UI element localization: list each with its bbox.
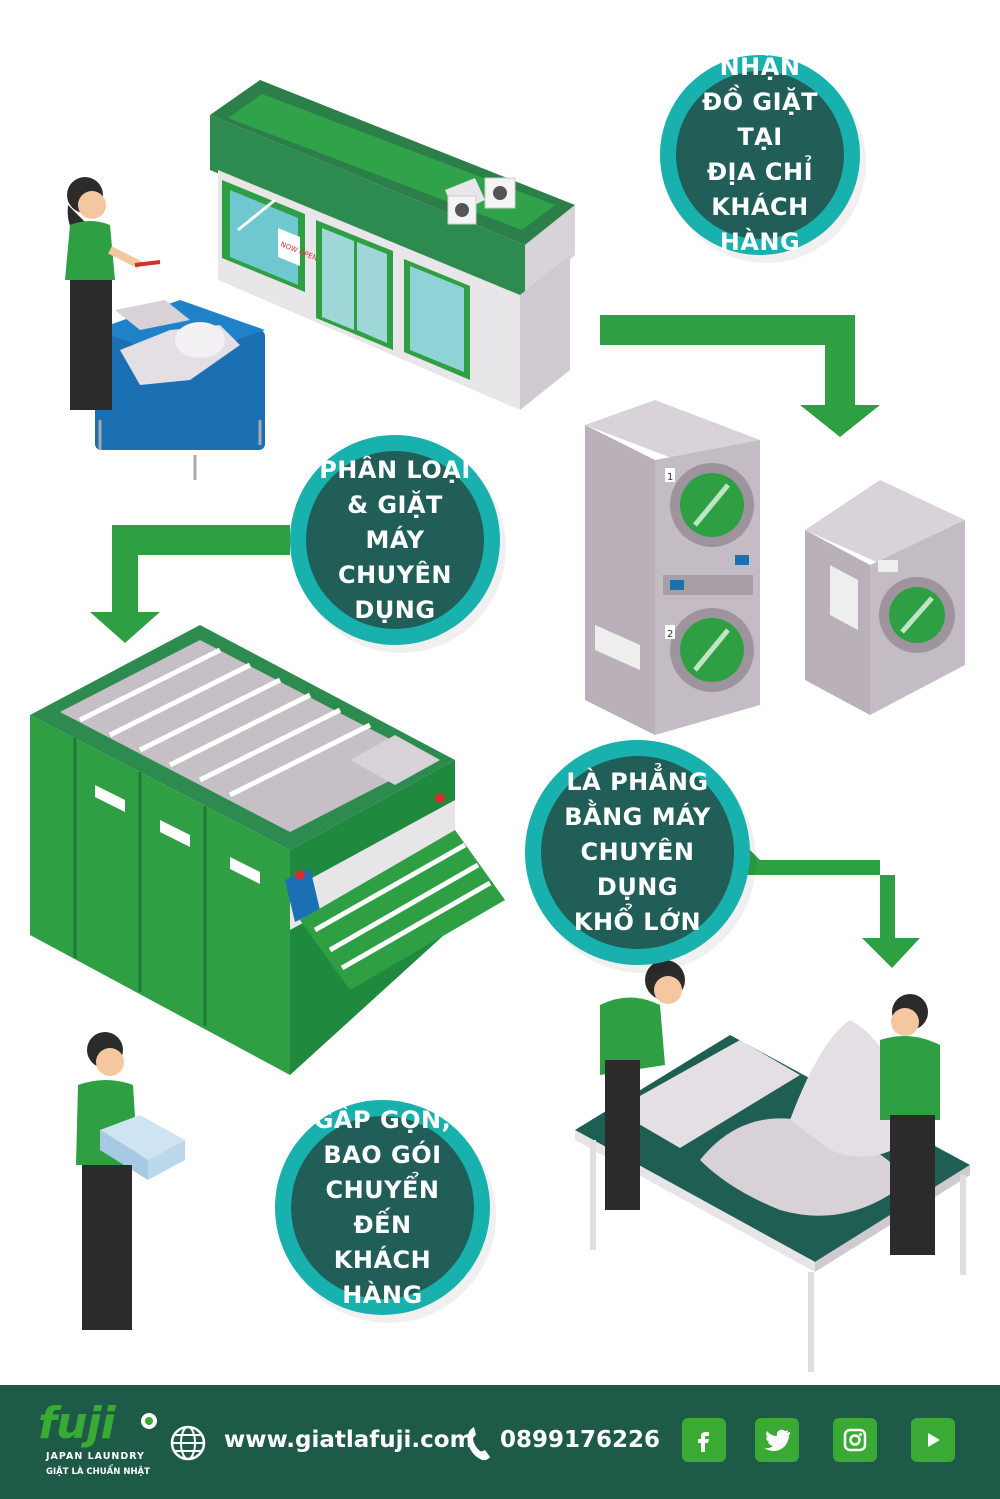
- step-bubble-1: NHẬN ĐỒ GIẶT TẠI ĐỊA CHỈ KHÁCH HÀNG: [660, 53, 860, 256]
- arrow-to-folding: [745, 845, 920, 968]
- illustration: NOW OPEN: [30, 80, 970, 1372]
- folding-table: [575, 960, 970, 1372]
- step-1-text: NHẬN ĐỒ GIẶT TẠI ĐỊA CHỈ KHÁCH HÀNG: [702, 53, 818, 256]
- phone-icon: [467, 1427, 490, 1461]
- stacked-washers: 1 2: [585, 400, 760, 735]
- step-4-text: GẤP GỌN, BAO GÓI CHUYỂN ĐẾN KHÁCH HÀNG: [313, 1105, 452, 1309]
- brand-tagline: GIẶT LÀ CHUẨN NHẬT: [46, 1467, 150, 1477]
- step-3-text: LÀ PHẲNG BẰNG MÁY CHUYÊN DỤNG KHỔ LỚN: [564, 768, 711, 936]
- washer-label-2: 2: [667, 629, 673, 640]
- youtube-icon[interactable]: [911, 1418, 955, 1462]
- brand-wordmark: fuji: [38, 1398, 116, 1449]
- infographic-scene: NOW OPEN: [30, 80, 970, 1372]
- step-bubble-2: PHÂN LOẠI & GIẶT MÁY CHUYÊN DỤNG: [290, 435, 500, 645]
- facebook-icon[interactable]: [682, 1418, 726, 1462]
- step-bubble-3: LÀ PHẲNG BẰNG MÁY CHUYÊN DỤNG KHỔ LỚN: [525, 740, 750, 965]
- worker-with-cart: [65, 177, 265, 480]
- arrow-to-washers: [600, 315, 880, 437]
- arrow-to-ironer: [90, 525, 290, 643]
- brand-subtitle: JAPAN LAUNDRY: [46, 1451, 145, 1462]
- step-2-text: PHÂN LOẠI & GIẶT MÁY CHUYÊN DỤNG: [319, 455, 471, 624]
- footer-bar: fuji JAPAN LAUNDRY GIẶT LÀ CHUẨN NHẬT ww…: [0, 1385, 1000, 1499]
- laundry-store: NOW OPEN: [210, 80, 575, 410]
- website-link[interactable]: www.giatlafuji.com: [224, 1427, 474, 1453]
- ironing-machine: [30, 625, 505, 1075]
- phone-number[interactable]: 0899176226: [500, 1427, 661, 1453]
- fuji-logo[interactable]: fuji JAPAN LAUNDRY GIẶT LÀ CHUẨN NHẬT: [38, 1399, 158, 1487]
- logo-dot-icon: [141, 1413, 157, 1429]
- step-bubble-4: GẤP GỌN, BAO GÓI CHUYỂN ĐẾN KHÁCH HÀNG: [275, 1100, 490, 1315]
- worker-with-package: [76, 1032, 185, 1330]
- twitter-icon[interactable]: [755, 1418, 799, 1462]
- instagram-icon[interactable]: [833, 1418, 877, 1462]
- washer-label-1: 1: [667, 472, 673, 483]
- single-washer: [805, 480, 965, 715]
- globe-icon: [170, 1425, 206, 1461]
